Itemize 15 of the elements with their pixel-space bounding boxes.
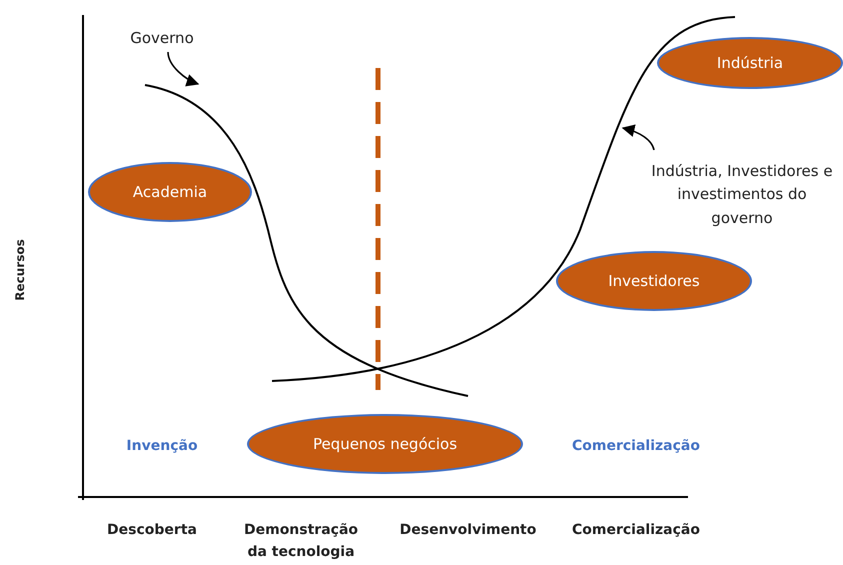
axis-label: Desenvolvimento xyxy=(400,522,536,538)
axis-label: Demonstração da tecnologia xyxy=(242,521,360,562)
stage-label: Comercialização xyxy=(572,438,700,454)
axis-label: Comercialização xyxy=(572,522,700,538)
stage-label: Invenção xyxy=(126,438,198,454)
leader-arrow xyxy=(622,124,655,150)
ellipse-node: Academia xyxy=(88,162,252,222)
ellipse-node: Indústria xyxy=(657,37,843,89)
ellipse-node: Pequenos negócios xyxy=(247,414,523,474)
annotation-text: Governo xyxy=(118,26,206,52)
axis-label: Descoberta xyxy=(107,522,197,538)
ellipse-node: Investidores xyxy=(556,251,752,311)
annotation-text: Indústria, Investidores e investimentos do governo xyxy=(646,150,838,240)
leader-arrow xyxy=(167,52,200,86)
axis-title: Recursos xyxy=(13,239,27,301)
